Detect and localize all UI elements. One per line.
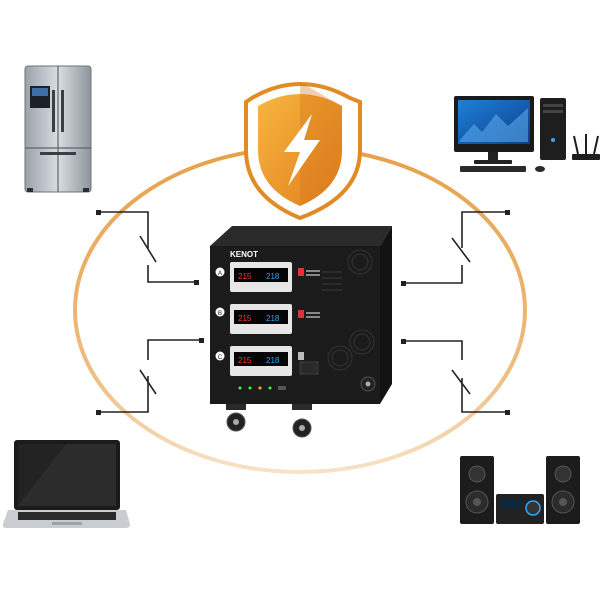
breaker-switches xyxy=(298,268,320,375)
reading-b-input: 215 xyxy=(238,314,252,323)
display-panel-a: 215 218 xyxy=(230,262,292,292)
side-fan-grills xyxy=(327,249,375,371)
hifi-speakers-icon xyxy=(460,456,580,524)
laptop-icon xyxy=(2,440,130,528)
shield-lightning-icon xyxy=(244,82,362,221)
wire-terminals xyxy=(96,210,510,415)
refrigerator-icon xyxy=(24,65,92,193)
display-panel-b: 215 218 xyxy=(230,304,292,334)
phase-label-c: C xyxy=(218,355,223,361)
brand-logo: KENOT xyxy=(230,250,258,259)
phase-label-b: B xyxy=(218,311,222,317)
reading-c-output: 218 xyxy=(266,356,280,365)
phase-labels: A B C xyxy=(215,267,225,361)
reading-c-input: 215 xyxy=(238,356,252,365)
phase-label-a: A xyxy=(218,271,222,277)
reading-a-output: 218 xyxy=(266,272,280,281)
indicator-leds xyxy=(238,386,286,390)
display-panel-c: 215 218 xyxy=(230,346,292,376)
voltage-stabilizer: KENOT A B C 215 218 215 218 215 218 xyxy=(210,226,392,438)
side-vents xyxy=(322,271,342,291)
reading-a-input: 215 xyxy=(238,272,252,281)
reading-b-output: 218 xyxy=(266,314,280,323)
wiring xyxy=(98,211,508,413)
caster-wheels xyxy=(226,376,376,438)
desktop-computer-icon xyxy=(454,96,600,172)
